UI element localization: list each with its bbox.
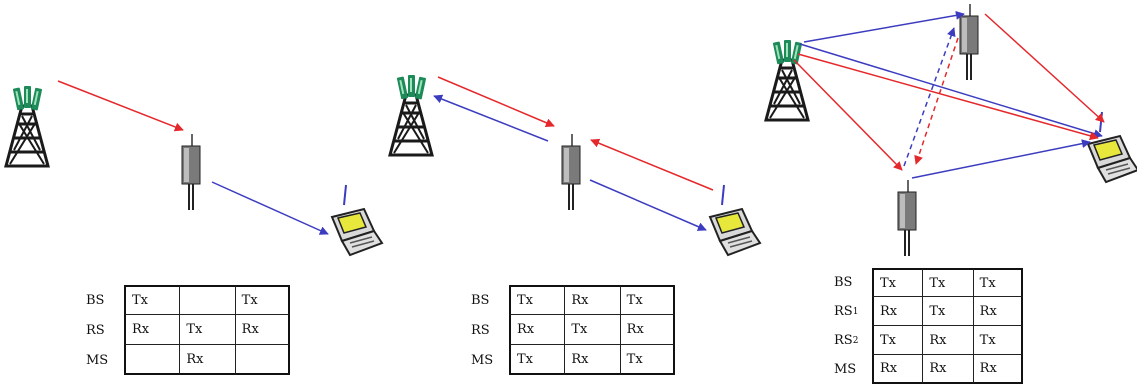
table-cell: Rx — [972, 355, 1023, 384]
row-label: BS — [834, 275, 853, 290]
downlink-arrow-bs-rs — [57, 80, 184, 132]
table-cell: Tx — [179, 315, 235, 345]
arrow-rs2-to-ms — [911, 139, 1091, 179]
scenario-3 — [764, 3, 1137, 257]
row-label: MS — [86, 352, 109, 368]
scenario-1 — [4, 80, 383, 256]
mobile-laptop-icon — [1087, 111, 1137, 183]
row-label: MS — [834, 362, 857, 377]
table-cell — [234, 345, 290, 375]
table-cell: Tx — [972, 268, 1023, 297]
arrow-rs-to-ms — [589, 179, 707, 231]
table-cell: Tx — [872, 268, 923, 297]
row-label: MS — [471, 352, 494, 368]
table-cell: Rx — [234, 315, 290, 345]
table-cell: Tx — [509, 345, 565, 375]
table-cell: Tx — [124, 285, 180, 315]
base-station-tower-icon — [764, 38, 810, 122]
table-cell: Rx — [922, 355, 973, 384]
table-cell: Rx — [972, 297, 1023, 326]
relay-station-icon — [561, 133, 581, 211]
row-label: BS — [86, 292, 105, 308]
table-cell: Tx — [509, 285, 565, 315]
mobile-laptop-icon — [331, 184, 383, 256]
arrow-bs-to-ms-red — [797, 53, 1099, 141]
dashed-arrow-rs1-to-rs2 — [914, 37, 959, 165]
arrow-ms-to-rs — [590, 138, 714, 191]
table-cell: Tx — [564, 315, 620, 345]
table-cell: Rx — [619, 315, 675, 345]
table-cell — [124, 345, 180, 375]
base-station-tower-icon — [388, 73, 434, 157]
table-cell: Rx — [564, 285, 620, 315]
table-cell — [179, 285, 235, 315]
arrow-bs-to-rs — [437, 76, 555, 127]
dashed-arrow-rs2-to-rs1 — [903, 27, 956, 167]
table-cell: Rx — [179, 345, 235, 375]
relay-station-icon-rs1 — [959, 3, 979, 81]
arrow-bs-to-ms-blue — [799, 43, 1103, 138]
table-cell: Tx — [619, 285, 675, 315]
relay-station-icon — [181, 133, 201, 211]
table-cell: Rx — [922, 326, 973, 355]
table-cell: Tx — [922, 268, 973, 297]
scenario-2 — [388, 73, 761, 256]
table-cell: Tx — [922, 297, 973, 326]
table-cell: Rx — [872, 297, 923, 326]
row-label: RS — [471, 322, 490, 338]
table-cell: Rx — [124, 315, 180, 345]
table-cell: Rx — [564, 345, 620, 375]
arrow-bs-to-rs2 — [793, 59, 903, 171]
arrow-rs-to-bs — [433, 94, 549, 142]
relay-station-icon-rs2 — [897, 179, 917, 257]
table-cell: Tx — [234, 285, 290, 315]
downlink-arrow-rs-ms — [211, 181, 329, 235]
mobile-laptop-icon — [709, 184, 761, 256]
table-cell: Rx — [509, 315, 565, 345]
row-label: BS — [471, 292, 490, 308]
arrow-rs1-to-ms — [984, 13, 1105, 123]
table-cell: Rx — [872, 355, 923, 384]
base-station-tower-icon — [4, 84, 50, 168]
table-cell: Tx — [872, 326, 923, 355]
row-label: RS — [86, 322, 105, 338]
table-cell: Tx — [972, 326, 1023, 355]
table-cell: Tx — [619, 345, 675, 375]
arrow-bs-to-rs1 — [803, 10, 965, 43]
